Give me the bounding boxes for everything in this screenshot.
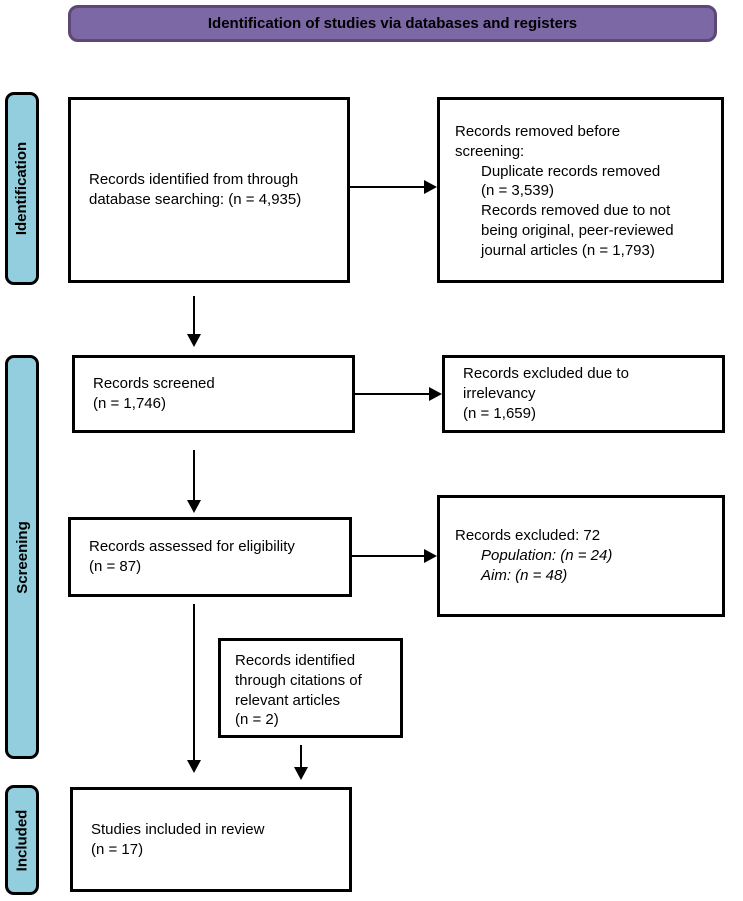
box-records-assessed-text: Records assessed for eligibility (n = 87… [89, 538, 295, 575]
box-records-removed-item-not-original: Records removed due to not being origina… [481, 202, 674, 259]
arrow-assessed-to-excluded-line [352, 555, 424, 557]
stage-label-included: Included [5, 785, 39, 895]
arrow-identified-to-screened-head-icon [187, 334, 201, 347]
arrow-identified-to-screened-line [193, 296, 195, 334]
stage-label-included-text: Included [13, 809, 31, 871]
box-records-citations-text: Records identified through citations of … [235, 652, 362, 729]
diagram-title: Identification of studies via databases … [207, 15, 578, 32]
arrow-identified-to-removed-line [350, 186, 426, 188]
box-records-screened-text: Records screened (n = 1,746) [93, 375, 215, 412]
box-records-citations: Records identified through citations of … [218, 638, 403, 738]
box-records-identified-text: Records identified from through database… [89, 171, 302, 208]
box-records-excluded-irrelevancy: Records excluded due to irrelevancy (n =… [442, 355, 725, 433]
box-records-excluded-72-heading: Records excluded: 72 [455, 527, 601, 545]
diagram-title-banner: Identification of studies via databases … [68, 5, 717, 42]
arrow-screened-to-assessed-line [193, 450, 195, 502]
box-records-excluded-72: Records excluded: 72 Population: (n = 24… [437, 495, 725, 617]
box-records-removed-heading: Records removed before screening: [455, 123, 621, 160]
stage-label-identification: Identification [5, 92, 39, 285]
box-studies-included-text: Studies included in review (n = 17) [91, 820, 265, 858]
arrow-screened-to-irrelevancy-line [355, 393, 429, 395]
box-records-excluded-72-item-aim: Aim: (n = 48) [481, 566, 568, 584]
stage-label-screening: Screening [5, 355, 39, 759]
stage-label-screening-text: Screening [13, 520, 31, 594]
arrow-assessed-to-excluded-head-icon [424, 549, 437, 563]
arrow-citations-to-included-line [300, 745, 302, 769]
arrow-screened-to-assessed-head-icon [187, 500, 201, 513]
box-records-removed: Records removed before screening: Duplic… [437, 97, 724, 283]
arrow-screened-to-irrelevancy-head-icon [429, 387, 442, 401]
box-records-assessed: Records assessed for eligibility (n = 87… [68, 517, 352, 597]
stage-label-identification-text: Identification [13, 141, 31, 236]
box-records-screened: Records screened (n = 1,746) [72, 355, 355, 433]
box-records-identified: Records identified from through database… [68, 97, 350, 283]
box-studies-included: Studies included in review (n = 17) [70, 787, 352, 892]
arrow-citations-to-included-head-icon [294, 767, 308, 780]
box-records-excluded-72-item-population: Population: (n = 24) [481, 547, 613, 565]
arrow-assessed-to-included-line [193, 604, 195, 762]
box-records-removed-item-duplicates: Duplicate records removed (n = 3,539) [481, 162, 661, 200]
arrow-assessed-to-included-head-icon [187, 760, 201, 773]
box-records-excluded-irrelevancy-text: Records excluded due to irrelevancy (n =… [463, 365, 629, 422]
arrow-identified-to-removed-head-icon [424, 180, 437, 194]
